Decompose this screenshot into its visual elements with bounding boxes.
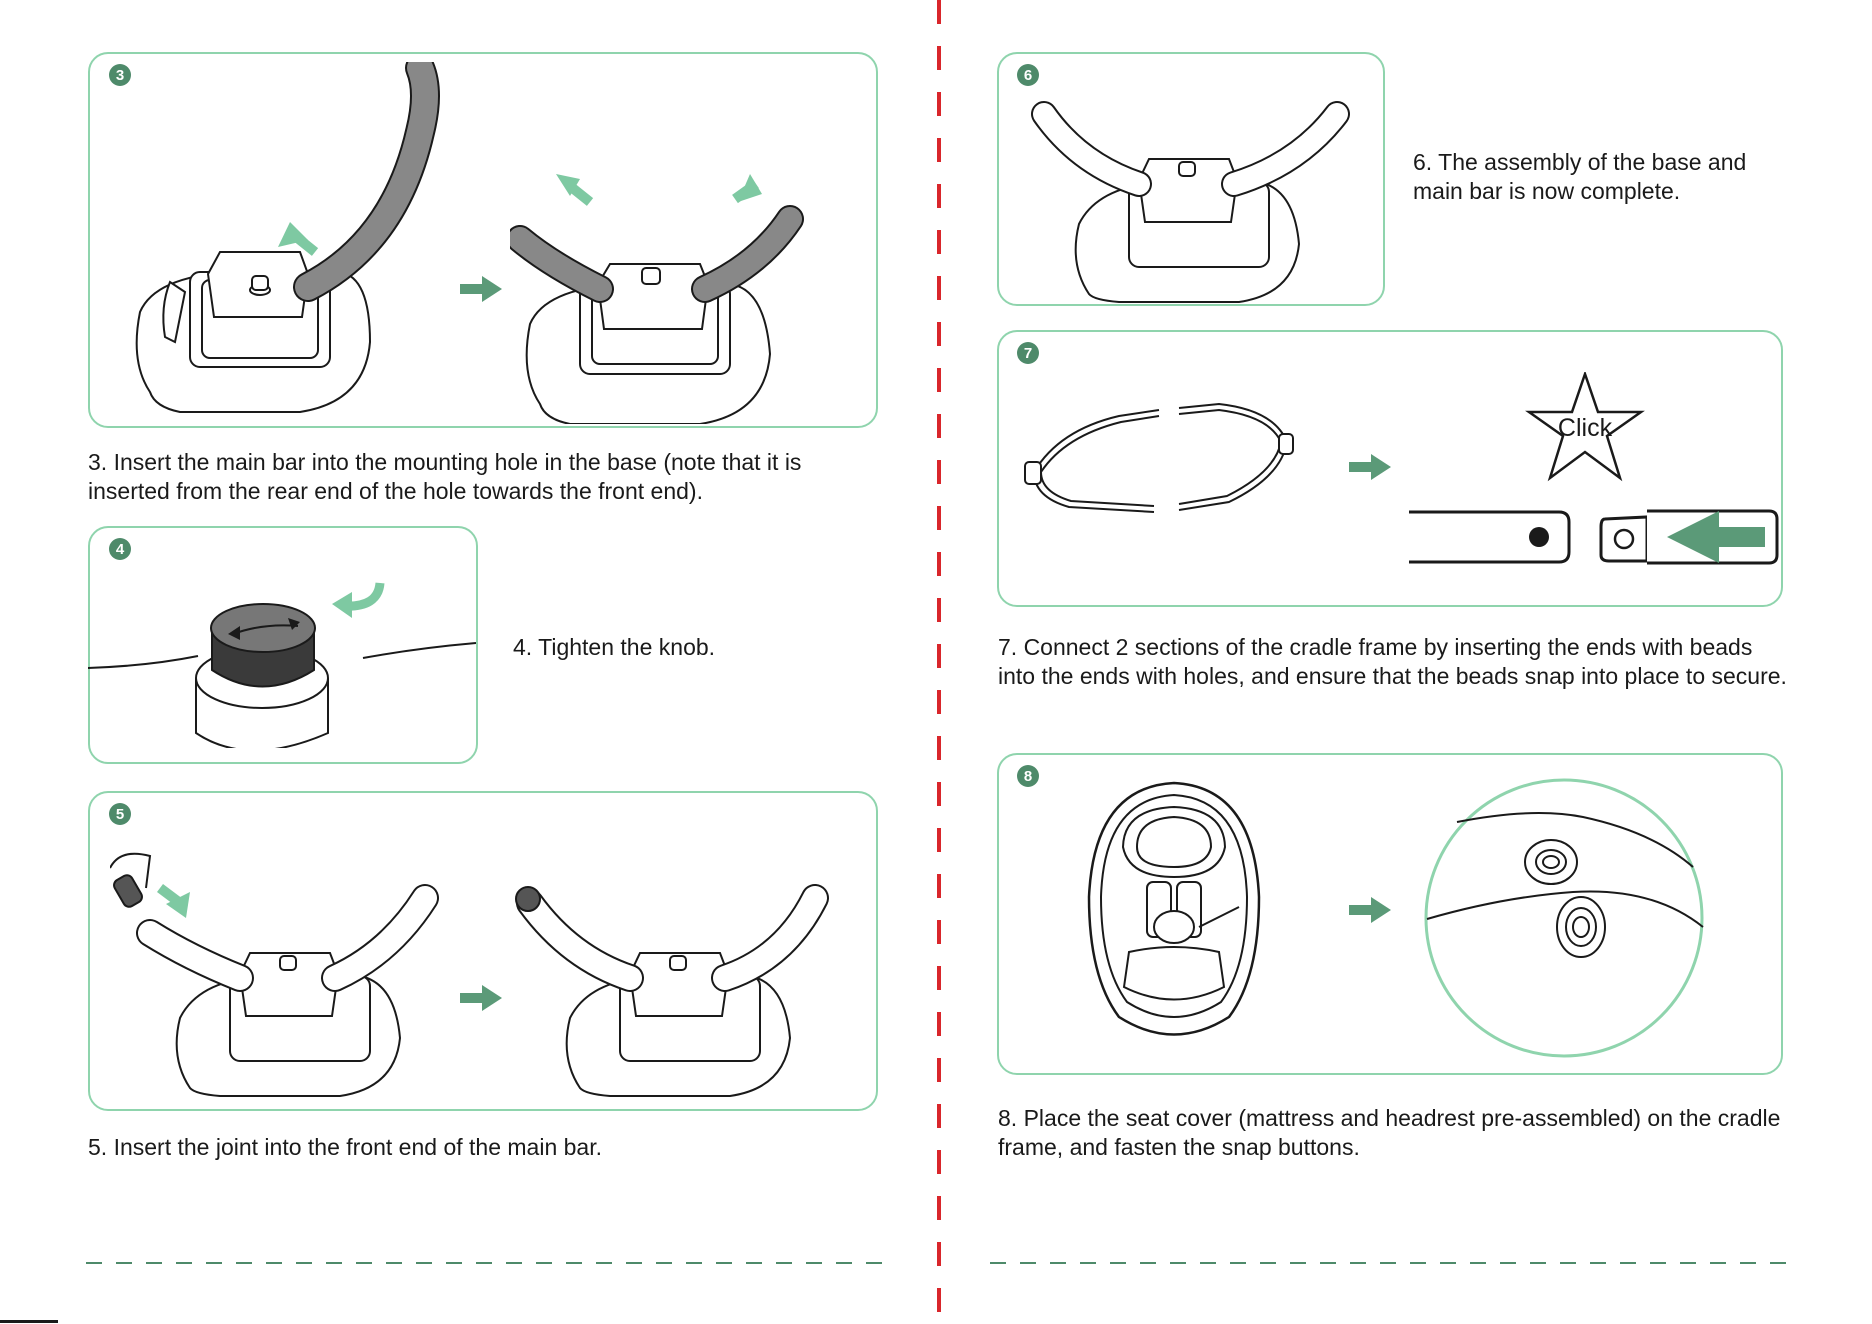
step-3-illustration-after xyxy=(510,154,830,424)
step-7-caption: 7. Connect 2 sections of the cradle fram… xyxy=(998,634,1787,689)
right-arrow-icon xyxy=(1349,454,1391,480)
step-8-arrow xyxy=(1349,895,1391,925)
step-8-caption: 8. Place the seat cover (mattress and he… xyxy=(998,1105,1781,1160)
step-5-badge: 5 xyxy=(109,803,131,825)
step-5-panel: 5 xyxy=(88,791,878,1111)
step-5-illustration-before xyxy=(110,848,490,1098)
step-3-panel: 3 xyxy=(88,52,878,428)
bottom-edge-mark xyxy=(0,1320,58,1323)
right-arrow-icon xyxy=(460,985,502,1011)
click-star xyxy=(1525,372,1645,482)
step-3-badge: 3 xyxy=(109,64,131,86)
step-8-panel: 8 xyxy=(997,753,1783,1075)
step-7-badge: 7 xyxy=(1017,342,1039,364)
step-3-caption: 3. Insert the main bar into the mounting… xyxy=(88,449,802,504)
step-7-panel: 7 Click xyxy=(997,330,1783,607)
left-footer-rule xyxy=(86,1262,886,1264)
star-burst-icon xyxy=(1525,372,1645,482)
step-8-badge: 8 xyxy=(1017,765,1039,787)
step-8-snap-button-detail xyxy=(1423,777,1705,1059)
step-5-illustration-after xyxy=(510,863,850,1098)
right-footer-rule xyxy=(990,1262,1790,1264)
step-4-illustration xyxy=(88,568,476,748)
step-4-badge: 4 xyxy=(109,538,131,560)
step-5-arrow xyxy=(460,983,502,1013)
step-6-panel: 6 xyxy=(997,52,1385,306)
step-7-arrow xyxy=(1349,452,1391,482)
click-label: Click xyxy=(1557,414,1613,442)
step-7-frame-illustration xyxy=(1019,402,1309,552)
right-arrow-icon xyxy=(460,276,502,302)
step-7-bead-detail xyxy=(1409,507,1779,567)
step-6-badge: 6 xyxy=(1017,64,1039,86)
step-8-cradle-illustration xyxy=(1079,777,1269,1047)
step-6-illustration xyxy=(1019,84,1369,304)
step-4-caption: 4. Tighten the knob. xyxy=(513,634,716,660)
step-6-caption: 6. The assembly of the base and main bar… xyxy=(1413,149,1747,204)
right-arrow-icon xyxy=(1349,897,1391,923)
step-4-panel: 4 xyxy=(88,526,478,764)
center-fold-divider xyxy=(937,0,941,1324)
step-3-illustration-before xyxy=(120,62,450,422)
step-5-caption: 5. Insert the joint into the front end o… xyxy=(88,1134,602,1160)
step-3-arrow xyxy=(460,274,502,304)
